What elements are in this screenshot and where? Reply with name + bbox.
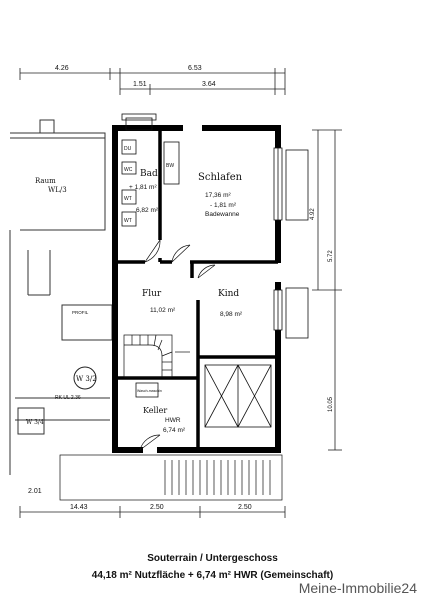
bath-fixtures: [121, 139, 180, 227]
caption-area: 44,18 m² Nutzfläche + 6,74 m² HWR (Gemei…: [91, 570, 334, 581]
room-keller-area: 6,74 m²: [163, 427, 186, 434]
room-keller-name: Keller: [143, 406, 167, 415]
fixture-wt-1: WT: [124, 196, 132, 202]
dim-bottom-left: 14.43: [70, 504, 88, 511]
bottom-dimension-lines: [19, 506, 286, 518]
fixture-du: DU: [124, 146, 132, 152]
dim-bottom-mid: 2.50: [150, 504, 164, 511]
room-schlafen-note: Badewanne: [205, 211, 240, 218]
keller-fixtures: [135, 364, 272, 428]
room-flur-name: Flur: [142, 289, 162, 299]
label-rk: RK UL 2.36: [55, 395, 81, 401]
room-keller-sub: HWR: [165, 417, 181, 424]
room-kind-name: Kind: [218, 289, 239, 299]
caption-title: Souterrain / Untergeschoss: [147, 553, 278, 564]
right-dimension-lines: [312, 129, 342, 451]
dim-right-lower: 10.05: [328, 396, 334, 412]
dim-left-small: 2.01: [28, 488, 42, 495]
top-dimension-lines: [19, 68, 286, 95]
room-schlafen-minus: - 1,81 m²: [210, 202, 237, 209]
staircase: [123, 334, 190, 378]
dim-top-sub-a: 1.51: [133, 81, 147, 88]
dim-right-outer: 4.92: [310, 208, 316, 220]
room-kind-area: 8,98 m²: [220, 311, 243, 318]
label-wl: WL/3: [48, 186, 67, 194]
outer-walls: [112, 125, 281, 453]
fixture-bw: BW: [166, 163, 174, 169]
watermark: Meine-Immobilie24: [298, 580, 417, 596]
label-raum: Raum: [35, 177, 56, 185]
dim-top-left: 4.26: [55, 65, 69, 72]
windows-right: [273, 147, 309, 339]
dim-right-inner: 5.72: [328, 250, 334, 262]
window-top: [121, 113, 157, 131]
floor-plan: 4.26 6.53 1.51 3.64 Raum WL/3 PROFIL W 3…: [9, 65, 342, 518]
fixture-wc: WC: [124, 167, 133, 173]
room-bad-name: Bad: [140, 169, 158, 179]
room-flur-area: 11,02 m²: [150, 307, 176, 314]
dim-top-right-a: 6.53: [188, 65, 202, 72]
room-bad-plus: + 1,81 m²: [129, 184, 157, 191]
marker-w32: [73, 366, 97, 390]
exterior-steps: [59, 454, 283, 501]
room-schlafen-area: 17,36 m²: [205, 192, 231, 199]
neighbour-area-left: [9, 119, 113, 475]
label-profil: PROFIL: [72, 310, 89, 315]
inner-walls: [115, 128, 278, 450]
doors: [139, 239, 216, 451]
label-w32: W 3/2: [76, 375, 97, 383]
room-bad-area: 6,82 m²: [136, 207, 159, 214]
fixture-wt-2: WT: [124, 218, 132, 224]
fixture-waschmaschine: Wasch-maschin: [137, 389, 162, 393]
room-schlafen-name: Schlafen: [198, 172, 243, 183]
dim-top-sub-b: 3.64: [202, 81, 216, 88]
dim-bottom-right: 2.50: [238, 504, 252, 511]
label-w34: W 3/4: [26, 419, 44, 426]
